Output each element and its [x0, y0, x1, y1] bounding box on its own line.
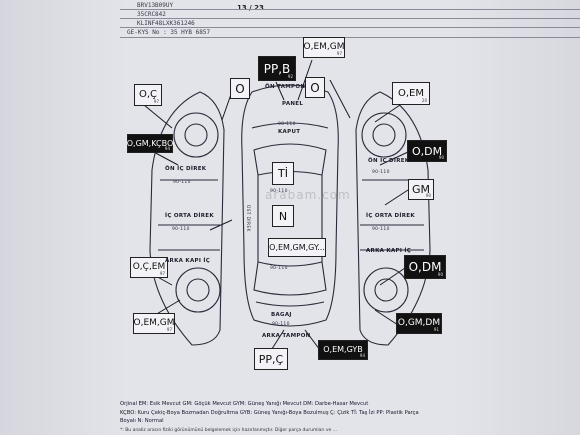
car-rear-window: [254, 262, 326, 295]
label-range: 90-110: [372, 227, 390, 232]
part-box-text: PP,B: [264, 63, 291, 75]
label-mid-pillar-left: İÇ ORTA DİREK: [165, 213, 214, 219]
part-box-text: Tİ: [278, 168, 288, 179]
part-box-text: N: [279, 211, 287, 222]
label-trunk: BAGAJ: [271, 312, 292, 318]
wheel-right-rear: [364, 268, 408, 312]
part-box-rear-window-area[interactable]: O,EM,GM,GY...: [268, 238, 326, 257]
part-box-tag: 94: [360, 354, 365, 358]
part-box-headlight-left[interactable]: O: [230, 78, 250, 99]
label-panel: PANEL: [282, 101, 303, 107]
part-box-right-rear-fender[interactable]: O,GM,DM 91: [396, 313, 442, 334]
wheel-left-rear: [176, 268, 220, 312]
part-box-right-middle[interactable]: GM 90: [408, 179, 434, 200]
part-box-tag: 90: [438, 273, 443, 277]
label-range: 90-110: [270, 266, 288, 271]
label-front-bumper: ÖN TAMPON: [265, 84, 305, 90]
label-range: 90-110: [372, 170, 390, 175]
part-box-text: O: [310, 82, 319, 94]
legend-line-3: Boyalı N: Normal: [120, 417, 580, 426]
part-box-left-front-door[interactable]: O,GM,KÇBO 94: [127, 134, 173, 153]
part-box-text: O,DM: [409, 261, 442, 273]
part-box-text: O: [235, 83, 244, 95]
part-box-tag: 90: [439, 156, 444, 160]
legend: Orjinal EM: Esik Mevcut GM: Göçük Mevcut…: [120, 400, 580, 426]
part-box-tag: 91: [434, 328, 439, 332]
part-box-top-right[interactable]: O,EM,GM 97: [303, 37, 345, 58]
part-box-tag: 92: [288, 75, 293, 79]
part-box-tag: 97: [337, 52, 342, 56]
legend-footnote: *: Bu analiz aracın fiziki görünümünü be…: [120, 428, 337, 433]
legend-line-1: Orjinal EM: Esik Mevcut GM: Göçük Mevcut…: [120, 400, 580, 409]
label-front-pillar-right: ÖN İÇ DİREK: [368, 158, 409, 164]
part-box-headlight-right[interactable]: O: [305, 77, 325, 98]
part-box-tag: 97: [154, 100, 159, 104]
part-box-text: O,DM: [412, 146, 442, 157]
part-box-left-front-fender[interactable]: O,Ç 97: [134, 84, 162, 106]
part-box-left-rear-door[interactable]: O,Ç,EM 97: [130, 257, 168, 278]
part-box-right-front-fender[interactable]: O,EM 20: [392, 82, 430, 105]
label-mid-pillar-right: İÇ ORTA DİREK: [366, 213, 415, 219]
part-box-front-bumper[interactable]: PP,B 92: [258, 56, 296, 81]
wheel-left-front: [174, 113, 218, 157]
part-box-roof-rear[interactable]: N: [272, 205, 294, 227]
label-rear-bumper: ARKA TAMPON: [262, 333, 311, 339]
part-box-text: O,EM: [398, 89, 424, 99]
part-box-tag: 20: [422, 99, 427, 103]
part-box-rear-bumper[interactable]: PP,Ç: [254, 348, 288, 370]
label-hood: KAPUT: [278, 129, 300, 135]
label-range: 90-110: [172, 227, 190, 232]
label-top-strip: ÜST DİREK: [245, 205, 250, 232]
label-range: 90-110: [270, 189, 288, 194]
part-box-trunk[interactable]: O,EM,GYB 94: [318, 340, 368, 360]
label-rear-door-right: ARKA KAPI İÇ: [366, 248, 411, 254]
part-box-right-front-door[interactable]: O,DM 90: [407, 140, 447, 162]
part-box-left-rear-fender[interactable]: O,EM,GM 97: [133, 313, 175, 334]
part-box-tag: 97: [160, 272, 165, 276]
part-box-tag: 90: [426, 194, 431, 198]
label-trunk-range: 90-110: [272, 322, 290, 327]
label-front-pillar-left: ÖN İÇ DİREK: [165, 166, 206, 172]
part-box-tag: 94: [165, 147, 170, 151]
wheel-right-front: [362, 113, 406, 157]
part-box-roof[interactable]: Tİ: [272, 162, 294, 185]
part-box-right-rear-door[interactable]: O,DM 90: [404, 255, 446, 279]
part-box-text: O,EM,GYB: [323, 346, 363, 354]
part-box-tag: 97: [167, 328, 172, 332]
part-box-text: O,EM,GM,GY...: [269, 244, 325, 252]
label-hood-range: 90-110: [278, 122, 296, 127]
part-box-text: PP,Ç: [259, 354, 283, 365]
label-range: 90-110: [173, 180, 191, 185]
legend-line-2: KÇBO: Kuru Çekiç-Boya Bozmadan Doğrultma…: [120, 409, 580, 418]
label-rear-door-left: ARKA KAPI İÇ: [165, 258, 210, 264]
car-trunk-line: [256, 302, 324, 306]
